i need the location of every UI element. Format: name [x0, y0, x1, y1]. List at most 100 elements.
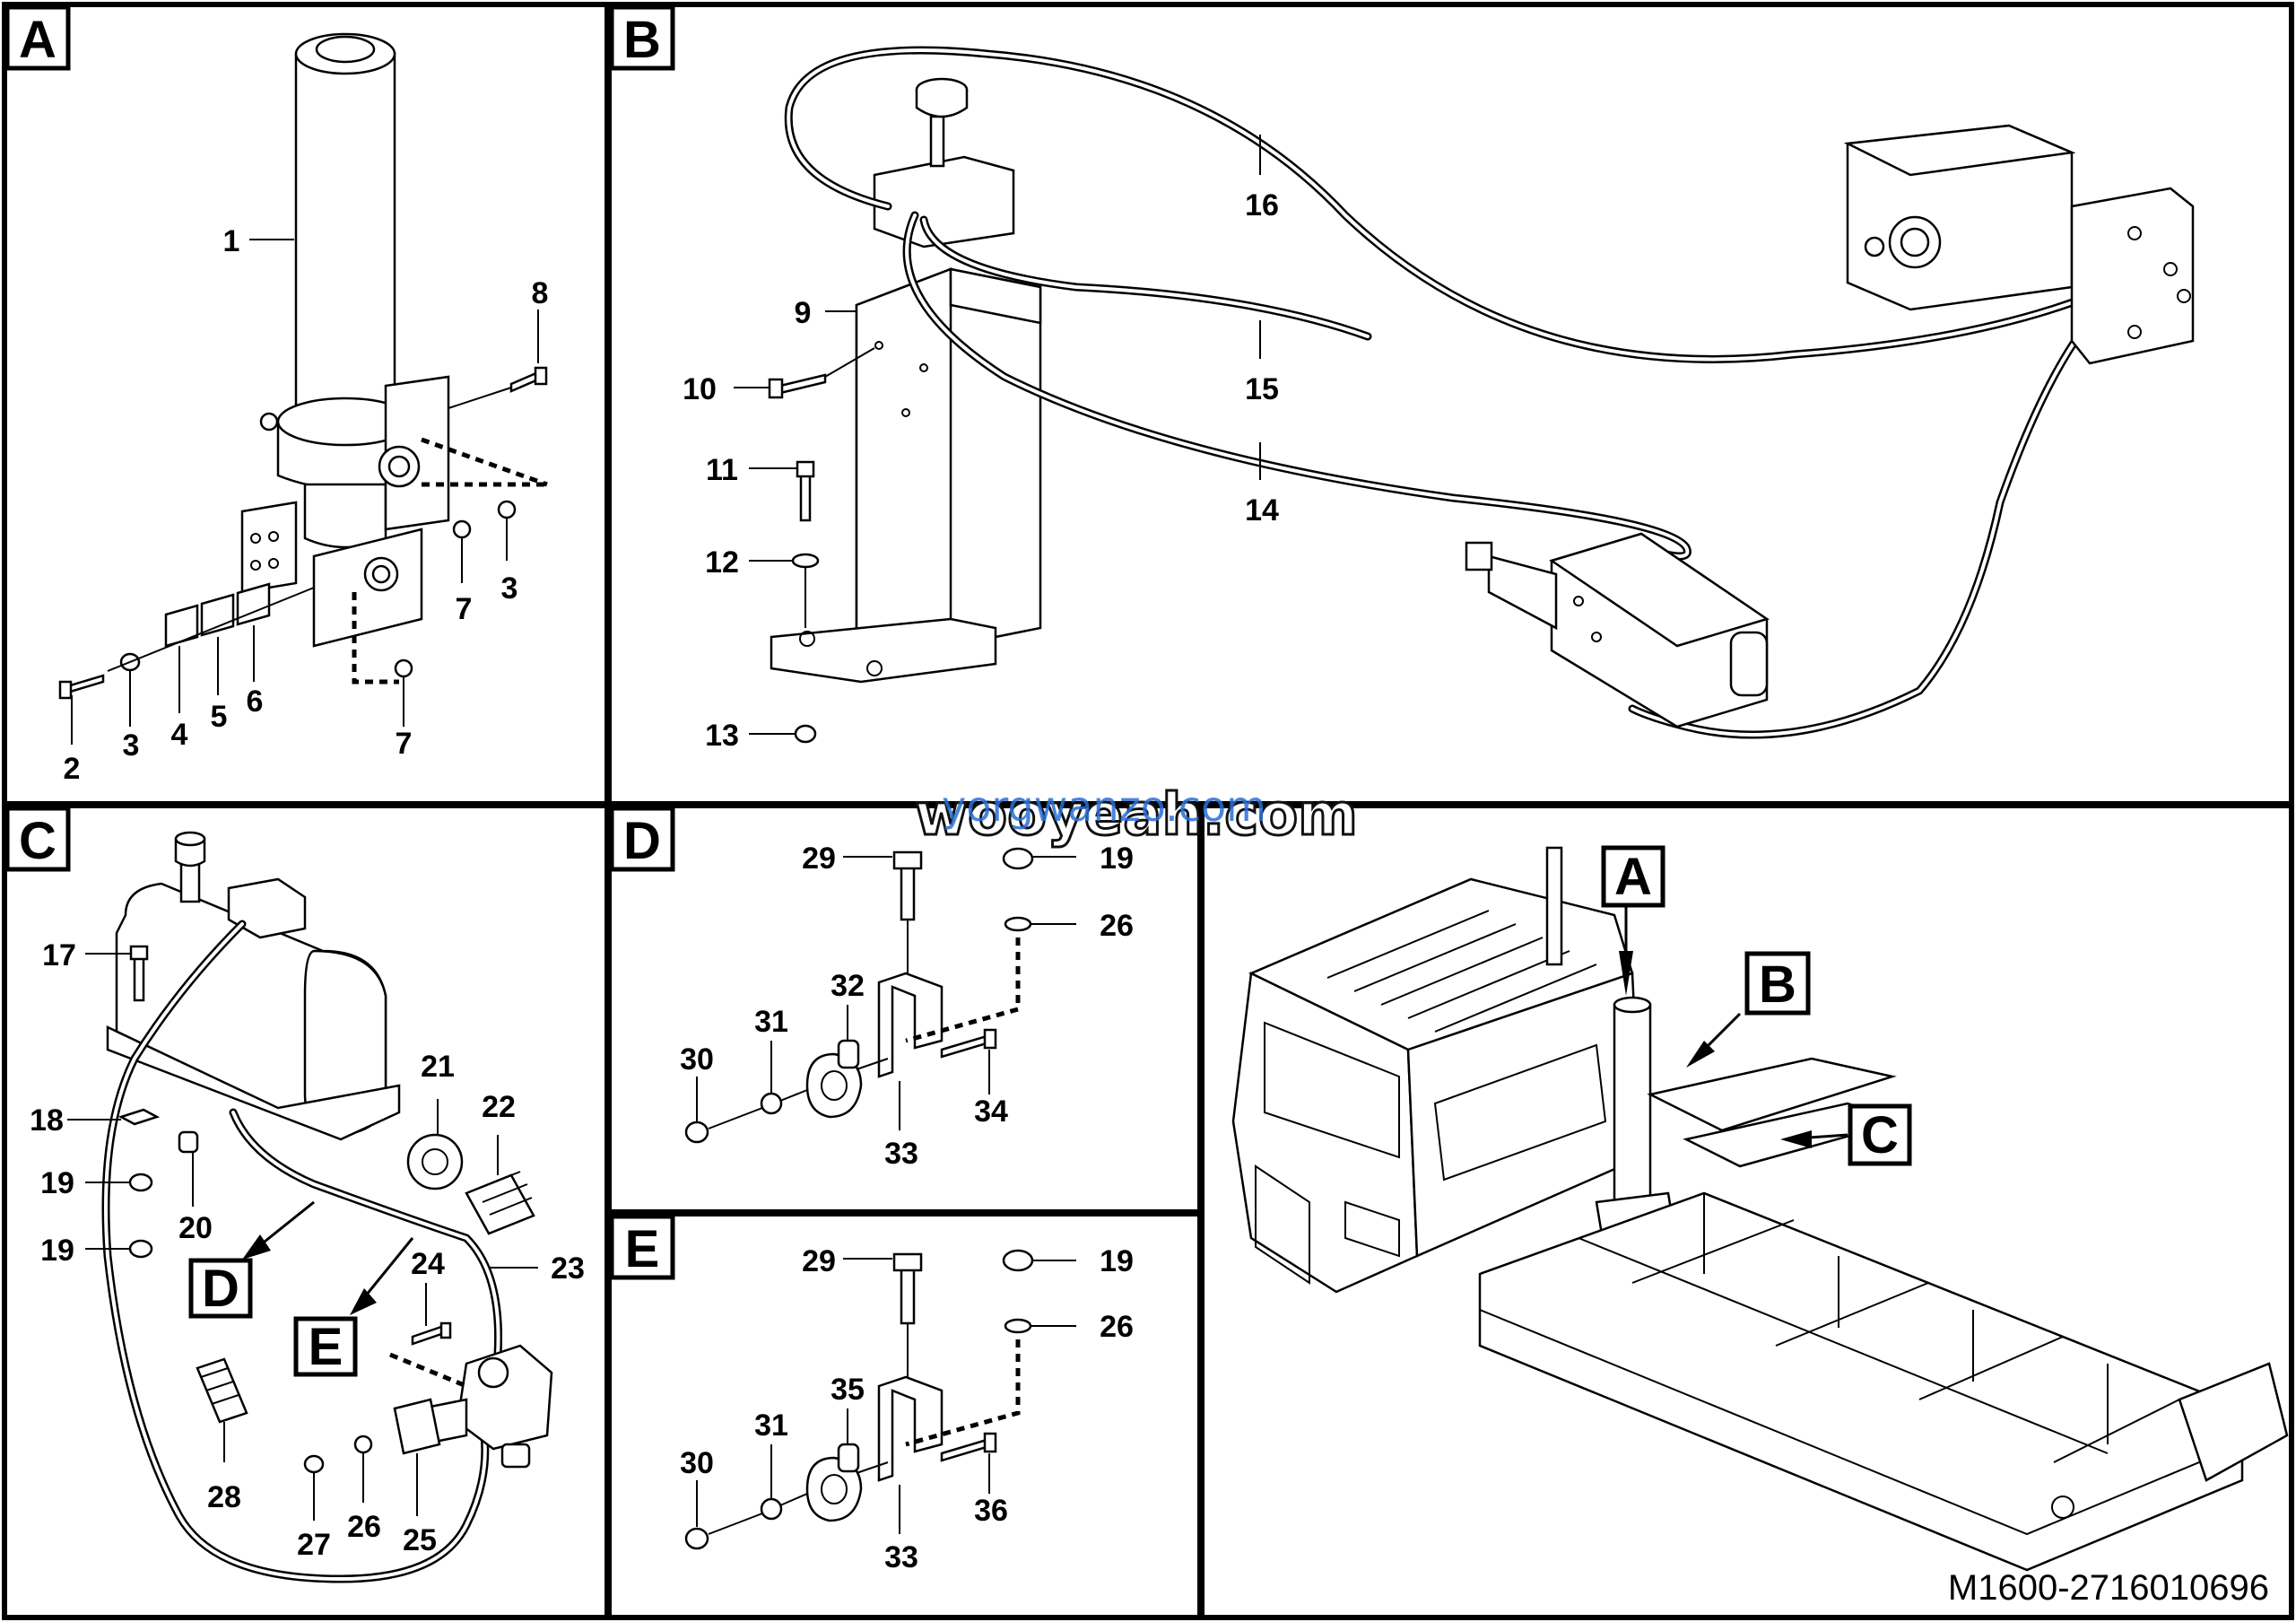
- panel-a-letter-box: A: [4, 4, 71, 71]
- callout-b-12: 12: [705, 545, 739, 580]
- hydraulic-pump: [456, 1344, 553, 1451]
- washer-26: [353, 1435, 373, 1454]
- callout-e-19: 19: [1100, 1244, 1134, 1278]
- callout-e-26: 26: [1100, 1310, 1134, 1344]
- sleeve-21: [406, 1133, 464, 1190]
- overview-cylinder: [1613, 1003, 1652, 1208]
- callout-a-8: 8: [532, 276, 549, 310]
- callout-c-17: 17: [42, 938, 76, 972]
- svg-text:E: E: [309, 1318, 344, 1376]
- panel-a-drawing: [58, 32, 548, 745]
- bolt-24: [411, 1324, 446, 1346]
- callout-c-23: 23: [551, 1251, 585, 1286]
- washer-12: [791, 553, 820, 569]
- watermark-overlay: yorgwanzo.com: [942, 782, 1266, 831]
- bolt-17: [133, 954, 145, 1002]
- callout-b-10: 10: [683, 372, 717, 406]
- bolt-34: [940, 1034, 988, 1059]
- bracket-35: [877, 1375, 944, 1482]
- nut-27: [303, 1454, 325, 1474]
- washer-26-e: [1004, 1318, 1032, 1334]
- truck-chassis: [1478, 1191, 2244, 1572]
- nut-19-upper: [128, 1173, 153, 1192]
- callout-c-27: 27: [297, 1528, 331, 1562]
- callout-c-19-upper: 19: [40, 1166, 74, 1200]
- callout-a-5: 5: [211, 700, 228, 734]
- washer-26-d: [1004, 916, 1032, 932]
- callout-a-3-left: 3: [123, 728, 140, 763]
- nut-19-d: [1002, 847, 1034, 870]
- panel-b-drawing: [734, 46, 2195, 744]
- shim-6: [236, 582, 271, 626]
- clamp-33-e: [805, 1456, 863, 1522]
- panel-d-callouts: 29 19 26 32 31 30 34 33: [680, 842, 1134, 1171]
- callout-e-33: 33: [884, 1540, 918, 1574]
- panel-a-letter: A: [19, 11, 57, 69]
- bolt-29-e: [900, 1268, 916, 1325]
- ref-box-d: D: [188, 1258, 253, 1319]
- callout-b-13: 13: [705, 719, 739, 753]
- callout-a-3-right: 3: [501, 571, 518, 606]
- nut-30-e: [684, 1527, 709, 1550]
- callout-b-16: 16: [1245, 188, 1279, 222]
- panel-b-letter-box: B: [609, 4, 675, 71]
- bolt-10: [778, 373, 827, 395]
- nut-13: [794, 724, 817, 744]
- washer-31-d: [760, 1092, 783, 1115]
- overview-ref-b: B: [1744, 951, 1811, 1016]
- nut-30-d: [684, 1121, 709, 1144]
- shim-4: [164, 604, 199, 648]
- ref-box-e: E: [293, 1316, 358, 1377]
- hidden-bolt-path-lower: [352, 592, 399, 685]
- panel-e-letter: E: [625, 1220, 660, 1278]
- washer-3-right: [497, 500, 517, 519]
- nut-19-lower: [128, 1239, 153, 1259]
- callout-c-28: 28: [207, 1480, 241, 1514]
- bolt-8: [509, 371, 540, 393]
- panel-c-drawing: [67, 831, 553, 1583]
- overview-truck: [1231, 846, 2289, 1572]
- callout-d-32: 32: [831, 969, 865, 1003]
- cylinder-body: [294, 52, 396, 443]
- callout-e-31: 31: [754, 1408, 788, 1443]
- callout-b-15: 15: [1245, 372, 1279, 406]
- callout-d-31: 31: [754, 1005, 788, 1039]
- bolt-2: [65, 674, 105, 694]
- callout-a-1: 1: [223, 224, 240, 258]
- svg-text:C: C: [1861, 1106, 1899, 1164]
- spring-guard-22: [465, 1173, 535, 1235]
- callout-b-11: 11: [706, 453, 738, 487]
- plate-18: [117, 1108, 161, 1126]
- callout-c-18: 18: [30, 1103, 64, 1138]
- panel-d-drawing: [684, 847, 1076, 1144]
- lower-bracket: [240, 501, 298, 594]
- bracket-32: [877, 972, 944, 1078]
- panel-e-letter-box: E: [609, 1214, 675, 1280]
- bolt-29-d: [900, 864, 916, 921]
- nut-7-upper: [452, 519, 472, 539]
- callout-d-19: 19: [1100, 842, 1134, 876]
- svg-text:A: A: [1614, 848, 1652, 906]
- callout-d-34: 34: [974, 1094, 1008, 1129]
- callout-c-26: 26: [347, 1510, 381, 1544]
- nut-19-e: [1002, 1249, 1034, 1272]
- clamp-20: [178, 1130, 199, 1154]
- callout-a-4: 4: [171, 718, 188, 752]
- callout-d-26: 26: [1100, 909, 1134, 943]
- overview-frame: [1199, 803, 2294, 1620]
- overview-ref-c: C: [1848, 1103, 1912, 1166]
- hand-pump-body: [873, 155, 1015, 249]
- panel-a-callouts: 1 8 7 3 7 2 3 4 5 6: [64, 224, 549, 786]
- callout-c-24: 24: [411, 1247, 445, 1281]
- callout-b-14: 14: [1245, 493, 1279, 528]
- overview-ref-a: A: [1601, 845, 1665, 908]
- svg-text:B: B: [1759, 955, 1796, 1014]
- callout-b-9: 9: [795, 296, 812, 330]
- callout-c-19-lower: 19: [40, 1234, 74, 1268]
- flange-25: [393, 1398, 441, 1455]
- overview-ref-boxes: A B C: [1601, 845, 1912, 1166]
- stand-base-plate: [770, 617, 997, 684]
- panel-d-letter: D: [623, 812, 661, 870]
- panel-e-callouts: 29 19 26 35 31 30 36 33: [680, 1244, 1134, 1574]
- callout-e-29: 29: [802, 1244, 836, 1278]
